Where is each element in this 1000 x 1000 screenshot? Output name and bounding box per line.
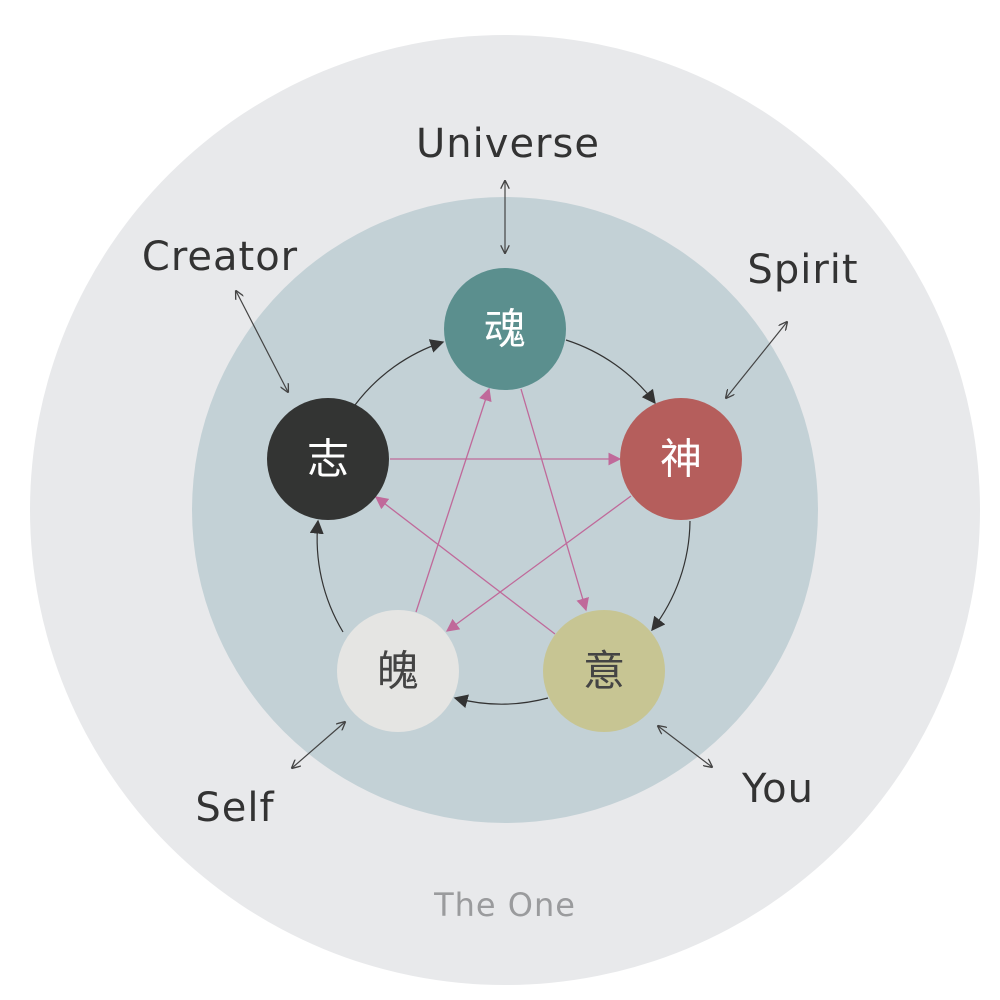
label-universe: Universe: [416, 121, 600, 167]
arrow-zhi-to-hun: [354, 339, 445, 406]
star-arrows: [374, 387, 632, 635]
arrow-shen-to-yi: [651, 520, 691, 632]
node-hun-char: 魂: [484, 305, 526, 354]
arrow-shen-to-po: [445, 495, 632, 632]
label-you: You: [741, 766, 814, 812]
label-connectors: [236, 181, 787, 768]
node-zhi-circle: [267, 398, 389, 520]
node-zhi-char: 志: [307, 435, 349, 484]
connector-self: [292, 722, 345, 768]
label-spirit: Spirit: [747, 247, 858, 293]
arrow-hun-to-yi: [520, 388, 589, 612]
node-po: 魄: [337, 610, 459, 732]
node-hun-circle: [444, 268, 566, 390]
connector-you: [658, 726, 712, 767]
arrow-hun-to-shen: [565, 339, 656, 405]
cycle-arrows: [309, 339, 691, 708]
arrow-po-to-hun: [415, 387, 492, 613]
arrow-po-to-zhi: [309, 519, 344, 633]
label-the-one: The One: [433, 886, 576, 924]
node-yi-char: 意: [583, 647, 625, 696]
node-shen: 神: [620, 398, 742, 520]
label-creator: Creator: [142, 234, 298, 280]
node-shen-char: 神: [660, 435, 702, 484]
node-shen-circle: [620, 398, 742, 520]
node-po-circle: [337, 610, 459, 732]
label-self: Self: [195, 785, 274, 831]
node-zhi: 志: [267, 398, 389, 520]
arrow-yi-to-po: [453, 694, 549, 708]
arrow-yi-to-zhi: [374, 496, 556, 635]
node-yi-circle: [543, 610, 665, 732]
node-po-char: 魄: [377, 647, 419, 696]
connector-spirit: [726, 322, 787, 398]
connector-creator: [236, 291, 288, 392]
node-yi: 意: [543, 610, 665, 732]
node-hun: 魂: [444, 268, 566, 390]
